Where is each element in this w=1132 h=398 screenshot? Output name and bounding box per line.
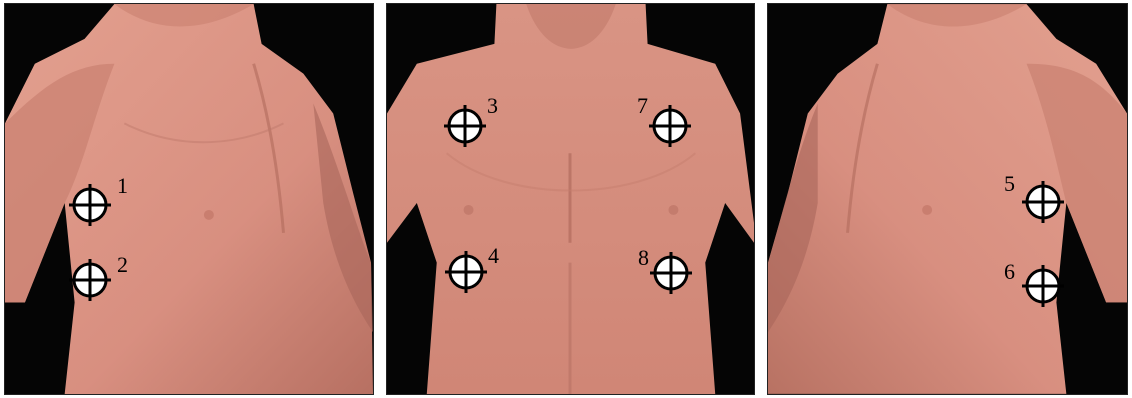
electrode-marker-8	[648, 250, 694, 296]
marker-label-5: 5	[1004, 173, 1015, 195]
marker-label-2: 2	[117, 254, 128, 276]
electrode-marker-7	[647, 103, 693, 149]
crosshair-target-icon	[67, 182, 113, 228]
crosshair-target-icon	[1020, 179, 1066, 225]
crosshair-target-icon	[67, 257, 113, 303]
marker-label-1: 1	[117, 175, 128, 197]
electrode-marker-3	[442, 103, 488, 149]
panel-left-oblique	[4, 3, 374, 395]
marker-label-6: 6	[1004, 261, 1015, 283]
electrode-marker-4	[443, 249, 489, 295]
torso-left-oblique-image	[5, 4, 373, 394]
electrode-marker-6	[1020, 263, 1066, 309]
marker-label-7: 7	[637, 95, 648, 117]
crosshair-target-icon	[647, 103, 693, 149]
crosshair-target-icon	[442, 103, 488, 149]
marker-label-3: 3	[487, 95, 498, 117]
torso-right-oblique-image	[768, 4, 1127, 394]
electrode-marker-2	[67, 257, 113, 303]
crosshair-target-icon	[648, 250, 694, 296]
marker-label-8: 8	[638, 247, 649, 269]
torso-anterior-image	[387, 4, 754, 394]
crosshair-target-icon	[1020, 263, 1066, 309]
crosshair-target-icon	[443, 249, 489, 295]
electrode-marker-1	[67, 182, 113, 228]
marker-label-4: 4	[488, 245, 499, 267]
electrode-marker-5	[1020, 179, 1066, 225]
panel-right-oblique	[767, 3, 1128, 395]
panel-anterior	[386, 3, 755, 395]
